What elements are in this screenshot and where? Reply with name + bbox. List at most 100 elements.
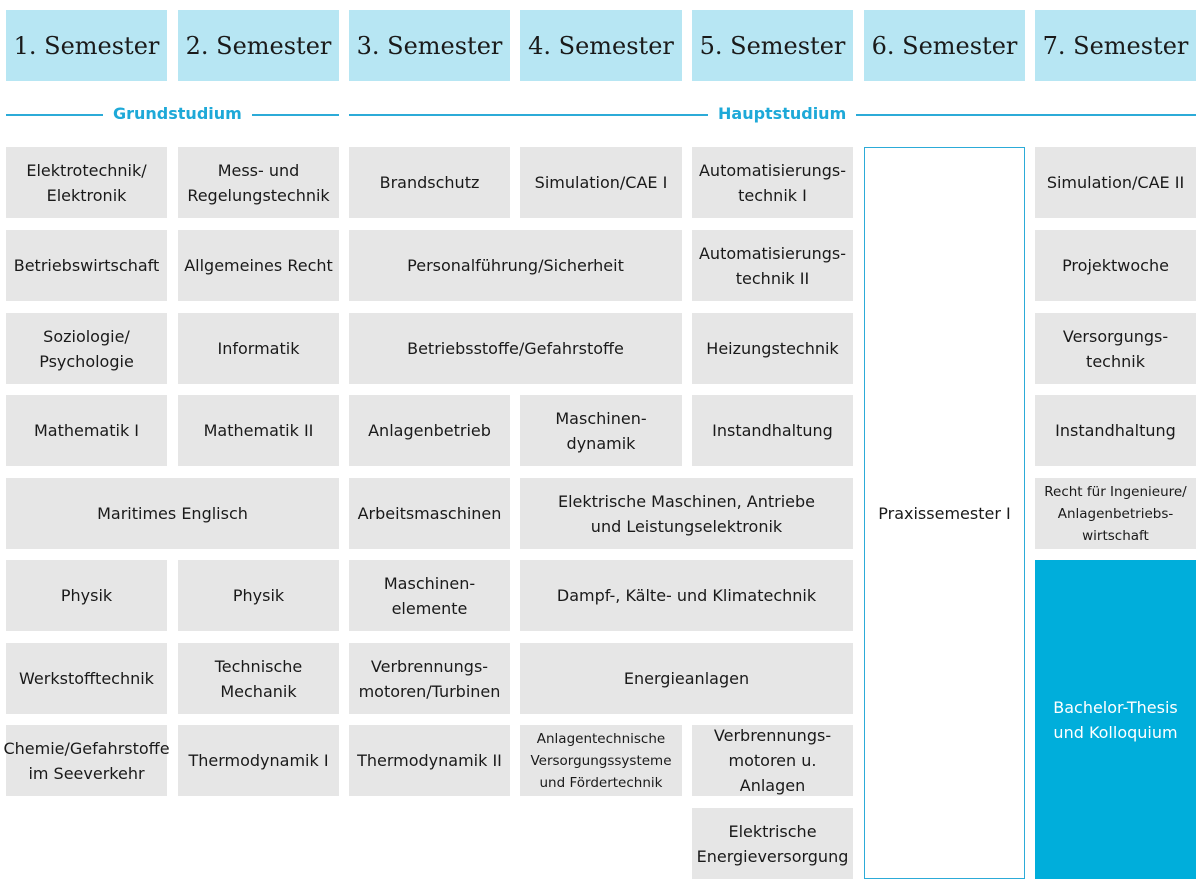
semester-header-label: 1. Semester: [13, 31, 160, 60]
module-thermodynamik-1: Thermodynamik I: [178, 725, 339, 796]
module-automatisierungstechnik-2: Automatisierungs- technik II: [692, 230, 853, 301]
semester-header-3: 3. Semester: [349, 10, 510, 81]
module-chemie-gefahrstoffe: Chemie/Gefahrstoffe im Seeverkehr: [3, 725, 170, 796]
module-elektrische-maschinen: Elektrische Maschinen, Antriebe und Leis…: [520, 478, 853, 549]
module-maschinendynamik: Maschinen- dynamik: [520, 395, 682, 466]
module-label: Elektrische Maschinen, Antriebe und Leis…: [557, 491, 815, 536]
module-label: Anlagentechnische Versorgungssysteme und…: [530, 730, 672, 791]
module-thermodynamik-2: Thermodynamik II: [349, 725, 510, 796]
module-soziologie: Soziologie/ Psychologie: [6, 313, 167, 384]
semester-header-label: 3. Semester: [356, 31, 503, 60]
module-anlagenbetrieb: Anlagenbetrieb: [349, 395, 510, 466]
module-versorgungstechnik: Versorgungs- technik: [1035, 313, 1196, 384]
module-label: Praxissemester I: [878, 503, 1011, 523]
module-mathematik-2: Mathematik II: [178, 395, 339, 466]
hauptstudium-label: Hauptstudium: [708, 103, 857, 125]
module-label: Verbrennungs- motoren u. Anlagen: [713, 726, 832, 795]
module-label: Chemie/Gefahrstoffe im Seeverkehr: [3, 738, 170, 783]
module-label: Thermodynamik II: [357, 751, 502, 770]
module-mathematik-1: Mathematik I: [6, 395, 167, 466]
module-bachelor-thesis: Bachelor-Thesis und Kolloquium: [1035, 560, 1196, 879]
module-label: Mess- und Regelungstechnik: [187, 160, 330, 205]
semester-header-5: 5. Semester: [692, 10, 853, 81]
module-simulation-cae-2: Simulation/CAE II: [1035, 147, 1196, 218]
module-label: Automatisierungs- technik I: [698, 160, 846, 205]
module-anlagentechnische-versorgung: Anlagentechnische Versorgungssysteme und…: [520, 725, 682, 796]
module-label: Physik: [60, 586, 113, 605]
semester-header-2: 2. Semester: [178, 10, 339, 81]
module-elektrotechnik: Elektrotechnik/ Elektronik: [6, 147, 167, 218]
module-energieanlagen: Energieanlagen: [520, 643, 853, 714]
module-maritimes-englisch: Maritimes Englisch: [6, 478, 339, 549]
module-instandhaltung-7: Instandhaltung: [1035, 395, 1196, 466]
module-label: Informatik: [217, 339, 300, 358]
semester-header-4: 4. Semester: [520, 10, 682, 81]
semester-header-7: 7. Semester: [1035, 10, 1196, 81]
module-label: Elektrische Energieversorgung: [696, 821, 849, 866]
module-label: Recht für Ingenieure/ Anlagenbetriebs- w…: [1044, 483, 1187, 544]
module-label: Versorgungs- technik: [1062, 326, 1169, 371]
module-brandschutz: Brandschutz: [349, 147, 510, 218]
module-mess-regelungstechnik: Mess- und Regelungstechnik: [178, 147, 339, 218]
module-label: Bachelor-Thesis und Kolloquium: [1053, 697, 1178, 742]
module-allgemeines-recht: Allgemeines Recht: [178, 230, 339, 301]
module-projektwoche: Projektwoche: [1035, 230, 1196, 301]
module-label: Heizungstechnik: [706, 339, 839, 358]
module-heizungstechnik: Heizungstechnik: [692, 313, 853, 384]
module-instandhaltung-5: Instandhaltung: [692, 395, 853, 466]
module-recht-ingenieure: Recht für Ingenieure/ Anlagenbetriebs- w…: [1035, 478, 1196, 549]
module-label: Simulation/CAE II: [1046, 173, 1185, 192]
module-label: Brandschutz: [379, 173, 480, 192]
module-werkstofftechnik: Werkstofftechnik: [6, 643, 167, 714]
module-label: Allgemeines Recht: [184, 256, 333, 275]
module-label: Instandhaltung: [712, 421, 833, 440]
module-elektrische-energieversorgung: Elektrische Energieversorgung: [692, 808, 853, 879]
semester-header-label: 2. Semester: [185, 31, 332, 60]
module-label: Verbrennungs- motoren/Turbinen: [358, 656, 501, 701]
module-label: Maschinen- elemente: [383, 573, 476, 618]
module-praxissemester: Praxissemester I: [864, 147, 1025, 879]
module-automatisierungstechnik-1: Automatisierungs- technik I: [692, 147, 853, 218]
grundstudium-label: Grundstudium: [103, 103, 252, 125]
module-label: Thermodynamik I: [188, 751, 329, 770]
module-label: Dampf-, Kälte- und Klimatechnik: [556, 586, 817, 605]
module-arbeitsmaschinen: Arbeitsmaschinen: [349, 478, 510, 549]
module-dampf-kaelte-klima: Dampf-, Kälte- und Klimatechnik: [520, 560, 853, 631]
module-simulation-cae-1: Simulation/CAE I: [520, 147, 682, 218]
module-verbrennungsmotoren-anlagen: Verbrennungs- motoren u. Anlagen: [692, 725, 853, 796]
module-label: Soziologie/ Psychologie: [39, 326, 134, 371]
module-label: Physik: [232, 586, 285, 605]
module-label: Mathematik I: [33, 421, 140, 440]
module-maschinenelemente: Maschinen- elemente: [349, 560, 510, 631]
module-label: Maritimes Englisch: [97, 504, 248, 523]
module-label: Automatisierungs- technik II: [698, 243, 846, 288]
module-label: Projektwoche: [1062, 256, 1169, 275]
module-betriebswirtschaft: Betriebswirtschaft: [6, 230, 167, 301]
module-label: Mathematik II: [203, 421, 314, 440]
module-physik-2: Physik: [178, 560, 339, 631]
semester-header-label: 7. Semester: [1042, 31, 1189, 60]
module-label: Anlagenbetrieb: [368, 421, 491, 440]
semester-header-label: 4. Semester: [528, 31, 674, 60]
module-label: Betriebswirtschaft: [13, 256, 160, 275]
module-label: Technische Mechanik: [214, 656, 303, 701]
module-label: Arbeitsmaschinen: [357, 504, 502, 523]
module-label: Instandhaltung: [1055, 421, 1176, 440]
module-label: Energieanlagen: [623, 669, 750, 688]
semester-header-1: 1. Semester: [6, 10, 167, 81]
module-betriebsstoffe: Betriebsstoffe/Gefahrstoffe: [349, 313, 682, 384]
module-label: Betriebsstoffe/Gefahrstoffe: [407, 339, 624, 358]
module-verbrennungsmotoren-turbinen: Verbrennungs- motoren/Turbinen: [349, 643, 510, 714]
module-personalfuehrung: Personalführung/Sicherheit: [349, 230, 682, 301]
semester-header-label: 6. Semester: [871, 31, 1018, 60]
module-label: Simulation/CAE I: [534, 173, 668, 192]
module-physik-1: Physik: [6, 560, 167, 631]
semester-header-label: 5. Semester: [699, 31, 846, 60]
module-label: Werkstofftechnik: [19, 669, 154, 688]
module-label: Personalführung/Sicherheit: [407, 256, 624, 275]
module-label: Maschinen- dynamik: [555, 408, 647, 453]
module-label: Elektrotechnik/ Elektronik: [26, 160, 147, 205]
semester-header-6: 6. Semester: [864, 10, 1025, 81]
module-informatik: Informatik: [178, 313, 339, 384]
